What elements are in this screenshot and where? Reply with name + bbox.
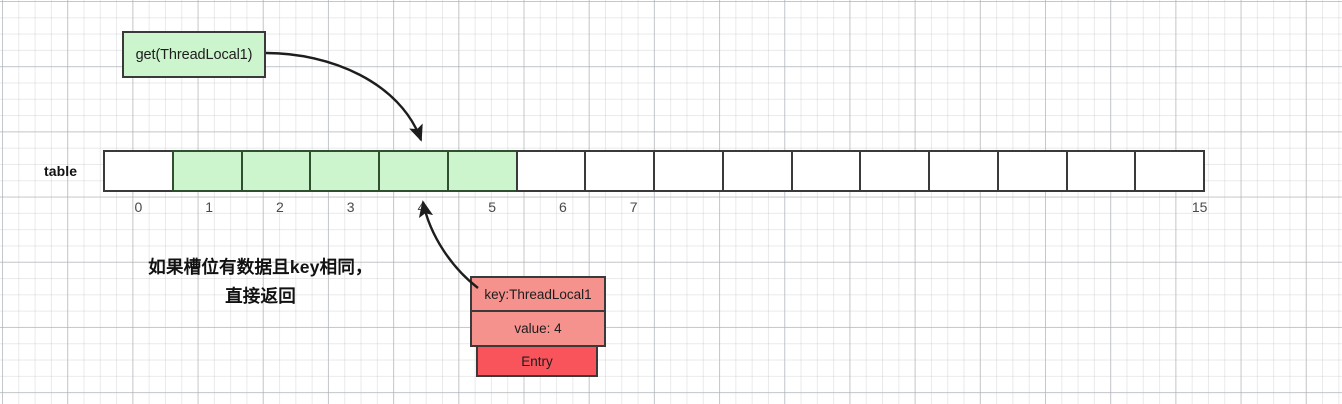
- table-index-0: 0: [134, 199, 143, 215]
- table-label: table: [44, 163, 78, 179]
- arrow-call-to-slot4: [265, 51, 423, 142]
- table-cell-14[interactable]: [1065, 150, 1137, 192]
- table-cell-4[interactable]: [378, 150, 449, 192]
- table-cell-1[interactable]: [171, 150, 243, 192]
- table-cell-7[interactable]: [584, 150, 655, 192]
- annotation-line-2: 直接返回: [225, 286, 296, 306]
- get-threadlocal-call-box[interactable]: get(ThreadLocal1): [122, 31, 266, 78]
- annotation-note: 如果槽位有数据且key相同， 直接返回: [118, 253, 403, 311]
- table-index-3: 3: [346, 199, 355, 215]
- table-index-1: 1: [205, 199, 214, 215]
- entry-box[interactable]: key:ThreadLocal1 value: 4 Entry: [470, 276, 606, 377]
- table-index-15: 15: [1191, 199, 1208, 215]
- table-index-8: [669, 199, 740, 215]
- table-cell-11[interactable]: [859, 150, 930, 192]
- table-cell-2[interactable]: [240, 150, 312, 192]
- table-cell-13[interactable]: [996, 150, 1068, 192]
- entry-value-row: value: 4: [470, 310, 606, 347]
- entry-name-row: Entry: [476, 345, 598, 377]
- table-cell-10[interactable]: [790, 150, 862, 192]
- table-index-13: [1023, 199, 1094, 215]
- table-cell-9[interactable]: [721, 150, 793, 192]
- table-cell-5[interactable]: [446, 150, 518, 192]
- table-index-7: 7: [629, 199, 638, 215]
- table-cells: [103, 150, 1205, 192]
- table-index-6: 6: [558, 199, 567, 215]
- table-index-12: [952, 199, 1023, 215]
- table-index-14: [1094, 199, 1165, 215]
- table-index-2: 2: [275, 199, 284, 215]
- table-cell-12[interactable]: [928, 150, 999, 192]
- annotation-line-1: 如果槽位有数据且key相同，: [148, 257, 373, 277]
- table-index-11: [881, 199, 952, 215]
- table-index-4: 4: [417, 199, 426, 215]
- table-cell-0[interactable]: [103, 150, 174, 192]
- table-index-labels: 0 1 2 3 4 5 6 7 15: [103, 199, 1235, 215]
- table-cell-6[interactable]: [515, 150, 587, 192]
- call-box-label: get(ThreadLocal1): [135, 46, 253, 63]
- table-cell-8[interactable]: [653, 150, 724, 192]
- table-index-5: 5: [488, 199, 497, 215]
- table-cell-3[interactable]: [309, 150, 380, 192]
- table-cell-15[interactable]: [1134, 150, 1205, 192]
- table-index-10: [811, 199, 882, 215]
- table-index-9: [740, 199, 811, 215]
- entry-key-row: key:ThreadLocal1: [470, 276, 606, 312]
